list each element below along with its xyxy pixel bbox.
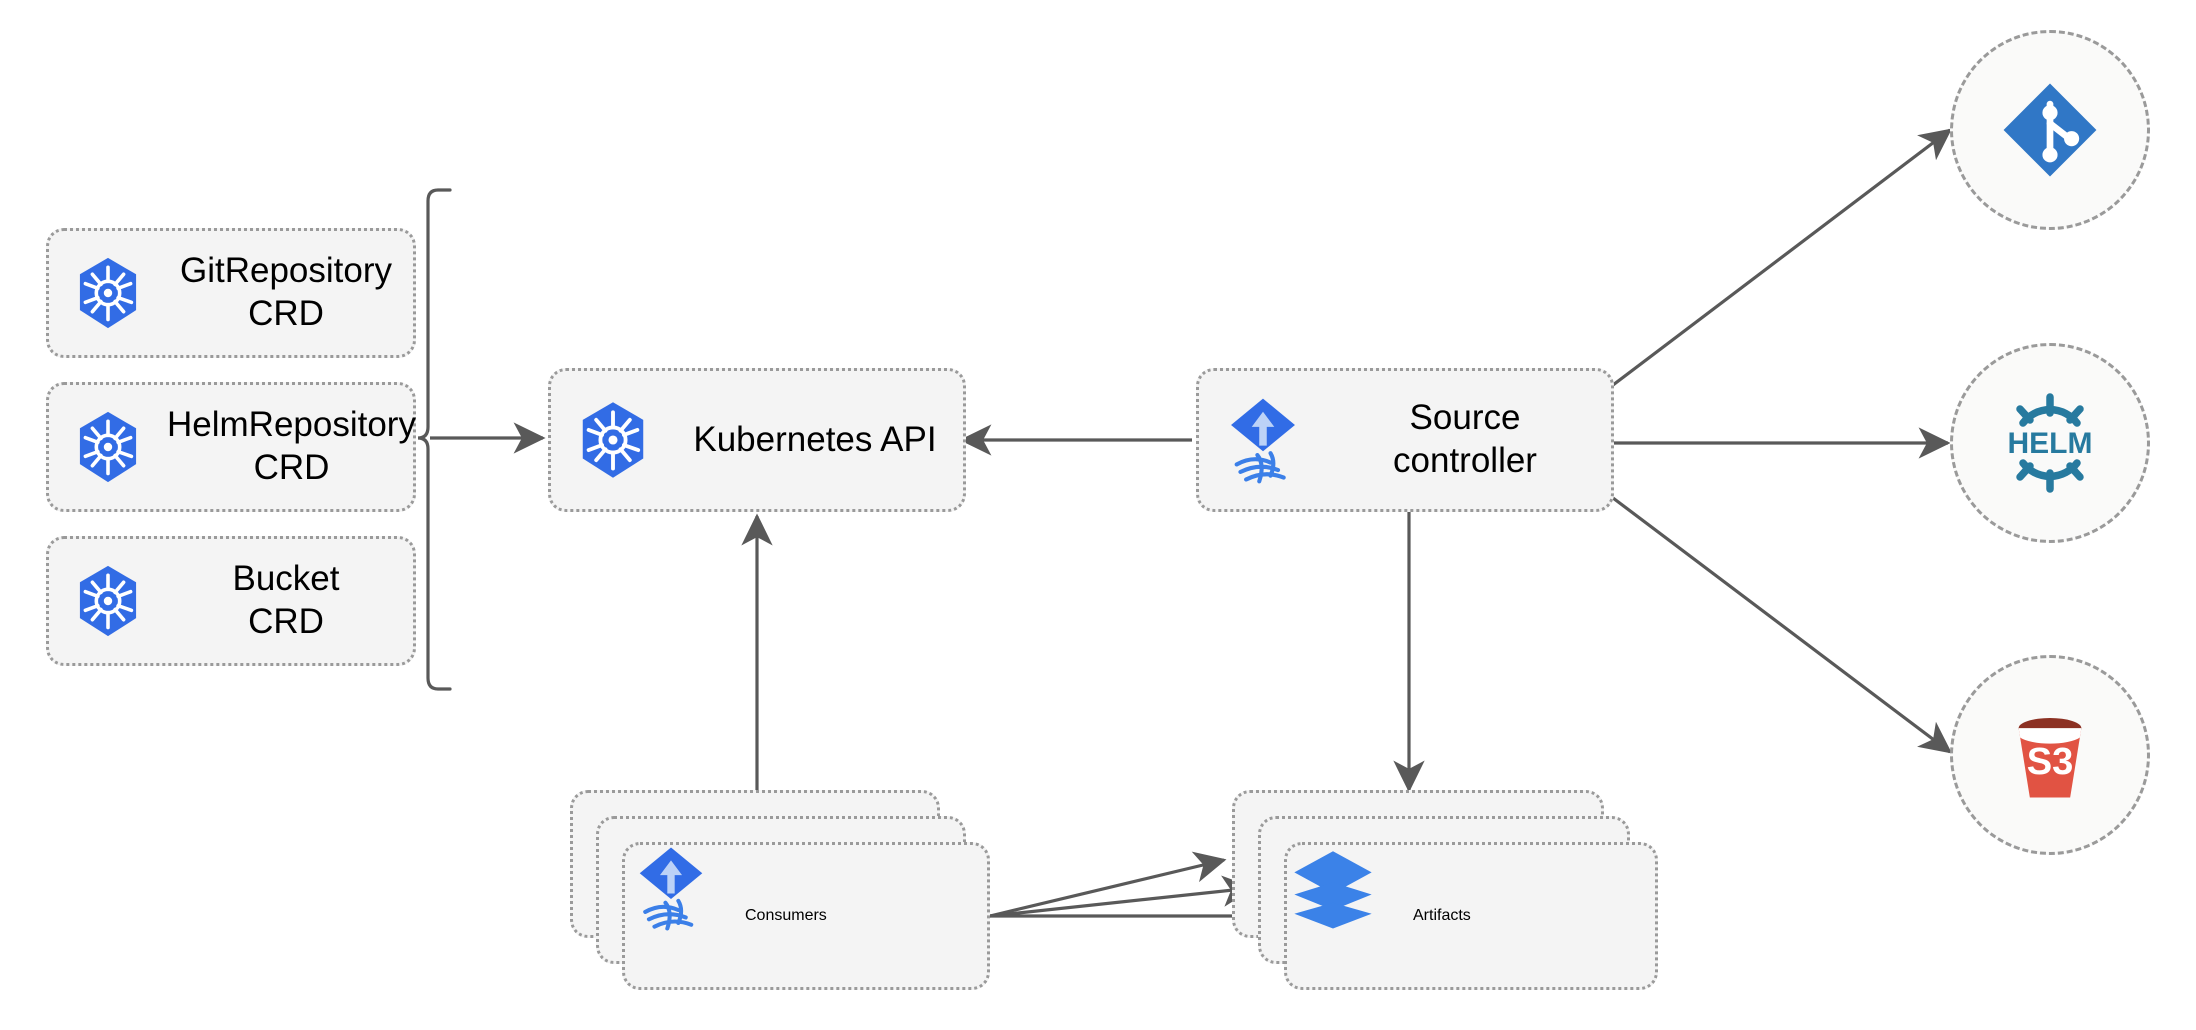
crd-label: Bucket CRD (232, 559, 340, 641)
external-git-circle[interactable] (1950, 30, 2150, 230)
git-icon (2003, 83, 2097, 177)
edge-consumers-to-artifacts-2 (989, 875, 1255, 918)
layers-icon (1287, 842, 1413, 990)
external-helm-circle[interactable]: HELM (1950, 343, 2150, 543)
kubernetes-icon (49, 228, 167, 358)
crd-box-helmrepository[interactable]: HelmRepository CRD (46, 382, 416, 512)
consumers-box[interactable]: Consumers (622, 842, 990, 990)
crd-label: GitRepository CRD (179, 251, 393, 333)
artifacts-stack[interactable]: Artifacts (1232, 790, 1662, 990)
edge-consumers-to-artifacts-1 (989, 851, 1227, 918)
svg-text:S3: S3 (2027, 741, 2074, 783)
kubernetes-icon (551, 368, 675, 512)
source-controller-box[interactable]: Source controller (1196, 368, 1614, 512)
crd-box-bucket[interactable]: Bucket CRD (46, 536, 416, 666)
artifacts-label: Artifacts (1413, 907, 1471, 924)
crd-label: HelmRepository CRD (167, 405, 416, 487)
svg-text:HELM: HELM (2008, 427, 2093, 460)
kubernetes-api-box[interactable]: Kubernetes API (548, 368, 966, 512)
artifacts-box[interactable]: Artifacts (1284, 842, 1658, 990)
edge-source-controller-to-s3 (1612, 496, 1953, 754)
consumers-label: Consumers (745, 907, 827, 924)
edge-source-controller-to-git (1612, 128, 1953, 387)
kubernetes-icon (49, 382, 167, 512)
flux-icon (1199, 368, 1327, 512)
kubernetes-icon (49, 536, 167, 666)
consumers-stack[interactable]: Consumers (570, 790, 990, 990)
flux-icon (625, 842, 745, 990)
source-controller-label: Source controller (1393, 398, 1537, 480)
helm-icon: HELM (2008, 393, 2093, 493)
s3-bucket-icon: S3 (2018, 718, 2082, 798)
crd-box-gitrepository[interactable]: GitRepository CRD (46, 228, 416, 358)
external-s3-circle[interactable]: S3 (1950, 655, 2150, 855)
kubernetes-api-label: Kubernetes API (693, 419, 937, 459)
